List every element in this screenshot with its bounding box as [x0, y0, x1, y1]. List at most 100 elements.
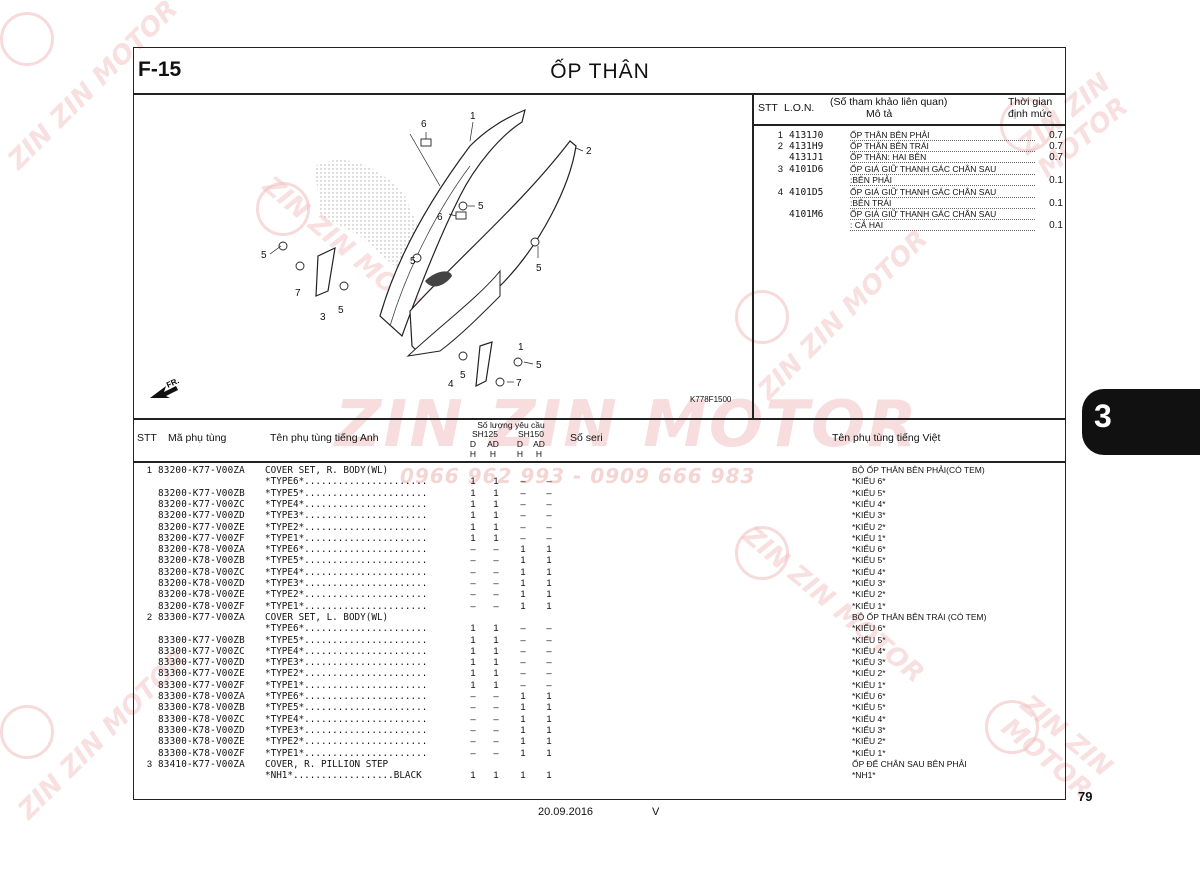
row-part-number: 83200-K77-V00ZC [158, 498, 245, 510]
row-qty: – [546, 668, 552, 680]
row-name-vn: *KIỂU 2* [852, 736, 886, 747]
callout-4: 4 [448, 379, 454, 390]
row-part-number: 83200-K77-V00ZB [158, 487, 245, 499]
row-qty: 1 [520, 589, 526, 601]
ref-row-time: 0.1 [1049, 198, 1063, 209]
row-qty: 1 [493, 510, 499, 522]
ref-row-desc: ỐP GIÁ GIỮ THANH GÁC CHÂN SAU [850, 187, 1035, 198]
callout-5: 5 [460, 370, 466, 381]
row-part-number: 83200-K77-V00ZA [158, 465, 245, 476]
ref-row-lon: 4131J0 [789, 130, 824, 141]
row-name-vn: *KIỂU 5* [852, 702, 886, 713]
row-qty: – [520, 521, 526, 533]
row-qty: 1 [546, 600, 552, 612]
ref-time-header-1: Thời gian [1008, 96, 1053, 108]
row-name-en: *TYPE3*...................... [265, 510, 428, 522]
ref-row-desc: ỐP THÂN: HAI BÊN [850, 152, 1035, 163]
row-name-en: *TYPE3*...................... [265, 657, 428, 669]
sub-d-header: D [516, 439, 524, 449]
row-qty: 1 [470, 657, 476, 669]
row-name-vn: *KIỂU 4* [852, 713, 886, 724]
row-qty: 1 [546, 747, 552, 759]
row-qty: 1 [520, 724, 526, 736]
row-qty: – [470, 747, 476, 759]
watermark-logo-icon [0, 705, 54, 759]
row-qty: – [520, 532, 526, 544]
row-part-number: 83300-K77-V00ZF [158, 679, 245, 691]
table-row: 83300-K78-V00ZE*TYPE2*..................… [140, 736, 1060, 747]
sub-h-header: H [535, 449, 543, 459]
table-row: 83300-K77-V00ZF*TYPE1*..................… [140, 680, 1060, 691]
row-qty: – [546, 476, 552, 488]
row-qty: – [546, 657, 552, 669]
row-name-en: *TYPE2*...................... [265, 668, 428, 680]
row-qty: 1 [470, 498, 476, 510]
row-qty: 1 [493, 645, 499, 657]
model-sh150-header: SH150 [518, 429, 544, 439]
row-qty: 1 [470, 679, 476, 691]
watermark-logo-icon [0, 12, 54, 66]
row-qty: 1 [546, 702, 552, 714]
watermark-logo-icon [985, 700, 1039, 754]
ref-row-time: 0.7 [1049, 130, 1063, 141]
row-part-number: 83200-K77-V00ZD [158, 510, 245, 522]
row-name-vn: *KIỂU 5* [852, 487, 886, 498]
row-name-en: COVER SET, R. BODY(WL) [265, 465, 389, 476]
row-name-vn: *KIỂU 5* [852, 555, 886, 566]
row-name-vn: *KIỂU 3* [852, 578, 886, 588]
row-name-en: *TYPE6*...................... [265, 544, 428, 556]
front-label: FR. [165, 376, 180, 390]
section-tab [1082, 389, 1200, 455]
row-name-en: *TYPE5*...................... [265, 555, 428, 567]
row-qty: – [520, 623, 526, 635]
row-qty: – [493, 578, 499, 589]
row-qty: – [493, 702, 499, 714]
ref-row-lon: 4101D5 [789, 187, 824, 198]
row-qty: – [493, 589, 499, 601]
section-tab-number: 3 [1094, 398, 1112, 434]
row-qty: – [470, 724, 476, 736]
row-qty: 1 [546, 724, 552, 736]
row-name-vn: *KIỂU 1* [852, 600, 886, 611]
pillion-step-cover-right [315, 246, 336, 297]
row-qty: – [470, 600, 476, 612]
row-part-number: 83200-K78-V00ZC [158, 566, 245, 578]
row-qty: – [493, 691, 499, 702]
table-row: 83200-K77-V00ZB *TYPE5*..................… [140, 488, 1060, 499]
callout-5: 5 [536, 360, 542, 371]
row-name-en: *TYPE6*...................... [265, 476, 428, 488]
table-row: 83300-K78-V00ZB*TYPE5*..................… [140, 702, 1060, 713]
row-qty: – [546, 532, 552, 544]
ref-row-time: 0.1 [1049, 175, 1063, 186]
row-qty: – [470, 566, 476, 578]
row-qty: 1 [493, 770, 499, 782]
row-qty: – [520, 645, 526, 657]
row-name-vn: *KIỂU 4* [852, 645, 886, 656]
row-qty: – [470, 713, 476, 725]
callout-7: 7 [295, 288, 301, 299]
table-row: 83200-K78-V00ZD*TYPE3*..................… [140, 578, 1060, 589]
row-qty: – [520, 657, 526, 669]
row-name-vn: *KIỂU 6* [852, 544, 886, 555]
row-name-en: *TYPE5*...................... [265, 487, 428, 499]
row-qty: 1 [546, 555, 552, 567]
row-qty: 1 [546, 589, 552, 601]
row-qty: – [470, 555, 476, 567]
exploded-diagram: 1 2 3 4 5 6 7 5 6 5 5 5 5 7 1 5 FR. [150, 109, 592, 398]
row-name-vn: *KIỂU 1* [852, 747, 886, 758]
row-part-number: 83300-K77-V00ZC [158, 645, 245, 657]
table-row: 83300-K78-V00ZA*TYPE6*..................… [140, 691, 1060, 702]
row-qty: – [493, 736, 499, 748]
page-number: 79 [1078, 789, 1093, 804]
row-name-en: *TYPE5*...................... [265, 634, 428, 646]
row-qty: – [546, 487, 552, 499]
row-qty: – [470, 691, 476, 702]
row-name-en: *TYPE1*...................... [265, 747, 428, 759]
row-qty: – [493, 544, 499, 556]
